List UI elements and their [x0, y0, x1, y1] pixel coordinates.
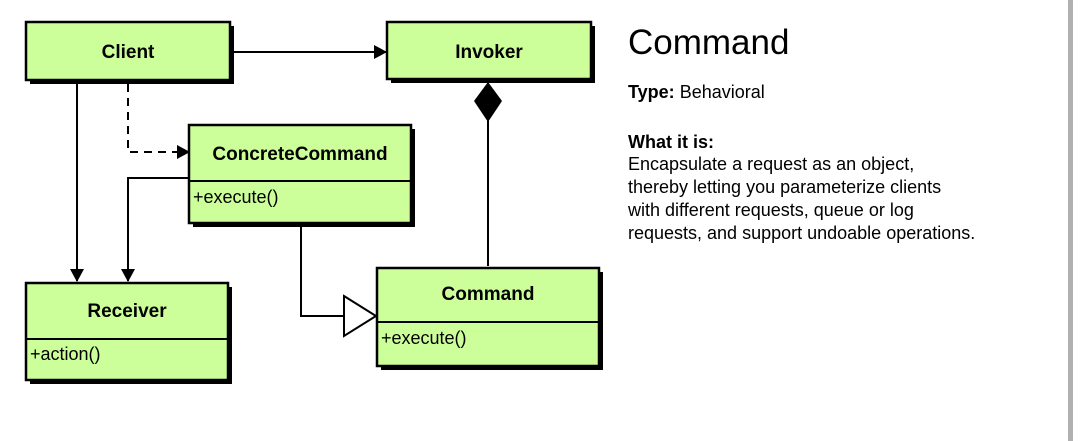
- class-receiver-method: +action(): [30, 344, 101, 364]
- pattern-title: Command: [628, 23, 790, 62]
- class-client: Client: [24, 20, 234, 84]
- pattern-type-label: Type:: [628, 82, 675, 102]
- description-line: with different requests, queue or log: [628, 200, 914, 220]
- concretecommand-command-generalization: [300, 227, 344, 317]
- concretecommand-receiver-association: [121, 177, 189, 282]
- description-line: requests, and support undoable operation…: [628, 223, 976, 243]
- class-invoker: Invoker: [385, 20, 595, 83]
- class-command: Command +execute(): [375, 266, 603, 370]
- class-command-name: Command: [442, 284, 535, 305]
- class-concrete-command: ConcreteCommand +execute(): [187, 123, 415, 227]
- pattern-info: Command Type: Behavioral What it is: Enc…: [628, 22, 1068, 245]
- composition-diamond-icon: [474, 82, 502, 122]
- class-invoker-name: Invoker: [455, 42, 523, 63]
- pattern-type: Type: Behavioral: [628, 81, 1068, 103]
- class-command-method: +execute(): [381, 328, 467, 348]
- pattern-type-value: Behavioral: [679, 82, 765, 102]
- description-line: Encapsulate a request as an object,: [628, 154, 915, 174]
- generalization-triangle-icon: [343, 294, 378, 338]
- connectors: [70, 45, 502, 338]
- class-concrete-command-method: +execute(): [193, 187, 279, 207]
- class-receiver: Receiver +action(): [24, 281, 232, 384]
- what-it-is-label: What it is:: [628, 132, 714, 152]
- class-concrete-command-name: ConcreteCommand: [212, 144, 387, 165]
- class-receiver-name: Receiver: [87, 301, 167, 322]
- page-right-border: [1068, 0, 1073, 441]
- class-client-name: Client: [102, 42, 155, 63]
- client-concretecommand-dependency: [127, 84, 190, 159]
- what-it-is-description: Encapsulate a request as an object, ther…: [628, 153, 1068, 245]
- description-line: thereby letting you parameterize clients: [628, 177, 942, 197]
